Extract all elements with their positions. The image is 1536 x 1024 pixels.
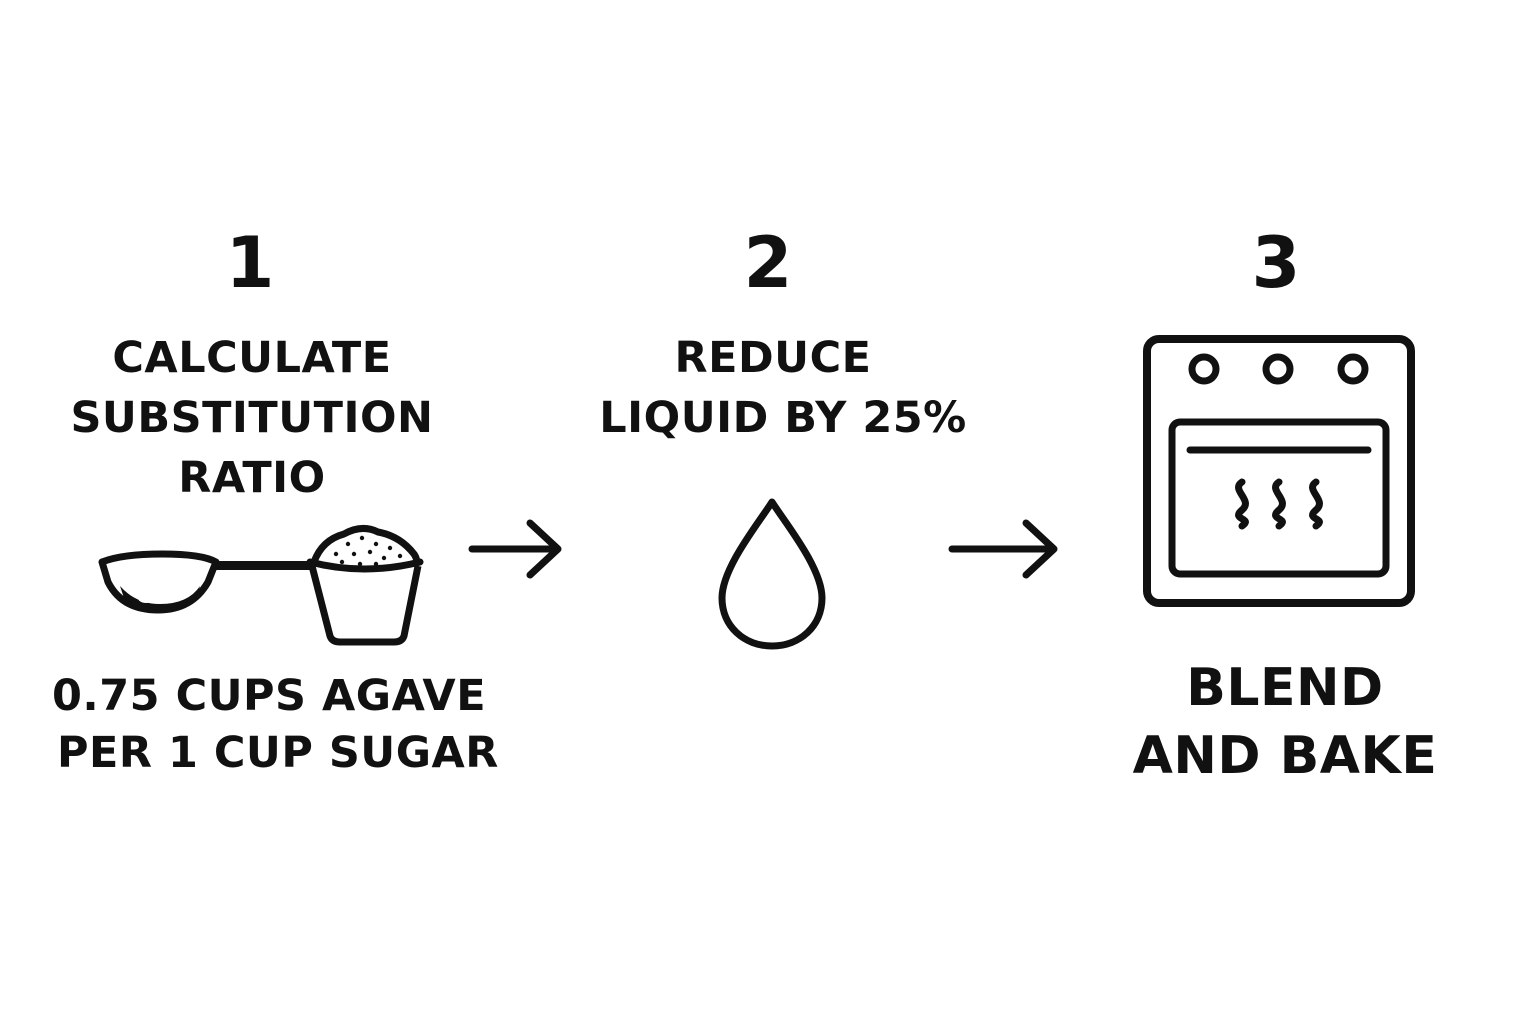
step-2-title-line-1: REDUCE xyxy=(674,333,872,383)
measuring-scoop-and-sugar-cup-icon xyxy=(98,525,424,646)
step-1-title-line-1: CALCULATE xyxy=(112,333,392,383)
step-3-title-line-1: BLEND xyxy=(1186,658,1384,718)
step-2-title-line-2: LIQUID BY 25% xyxy=(599,393,967,443)
step-1-detail-line-2: PER 1 CUP SUGAR xyxy=(57,728,499,778)
arrow-right-icon xyxy=(468,519,562,579)
step-1-detail-line-1: 0.75 CUPS AGAVE xyxy=(52,671,487,721)
liquid-drop-icon xyxy=(718,498,826,650)
step-3-number: 3 xyxy=(1251,222,1301,304)
step-3-title-line-2: AND BAKE xyxy=(1132,726,1438,786)
arrow-right-icon xyxy=(948,519,1058,579)
oven-icon xyxy=(1143,335,1415,607)
step-1-number: 1 xyxy=(225,222,275,304)
step-1-title-line-2: SUBSTITUTION xyxy=(70,393,434,443)
step-1-title-line-3: RATIO xyxy=(178,453,326,503)
step-2-number: 2 xyxy=(743,222,793,304)
